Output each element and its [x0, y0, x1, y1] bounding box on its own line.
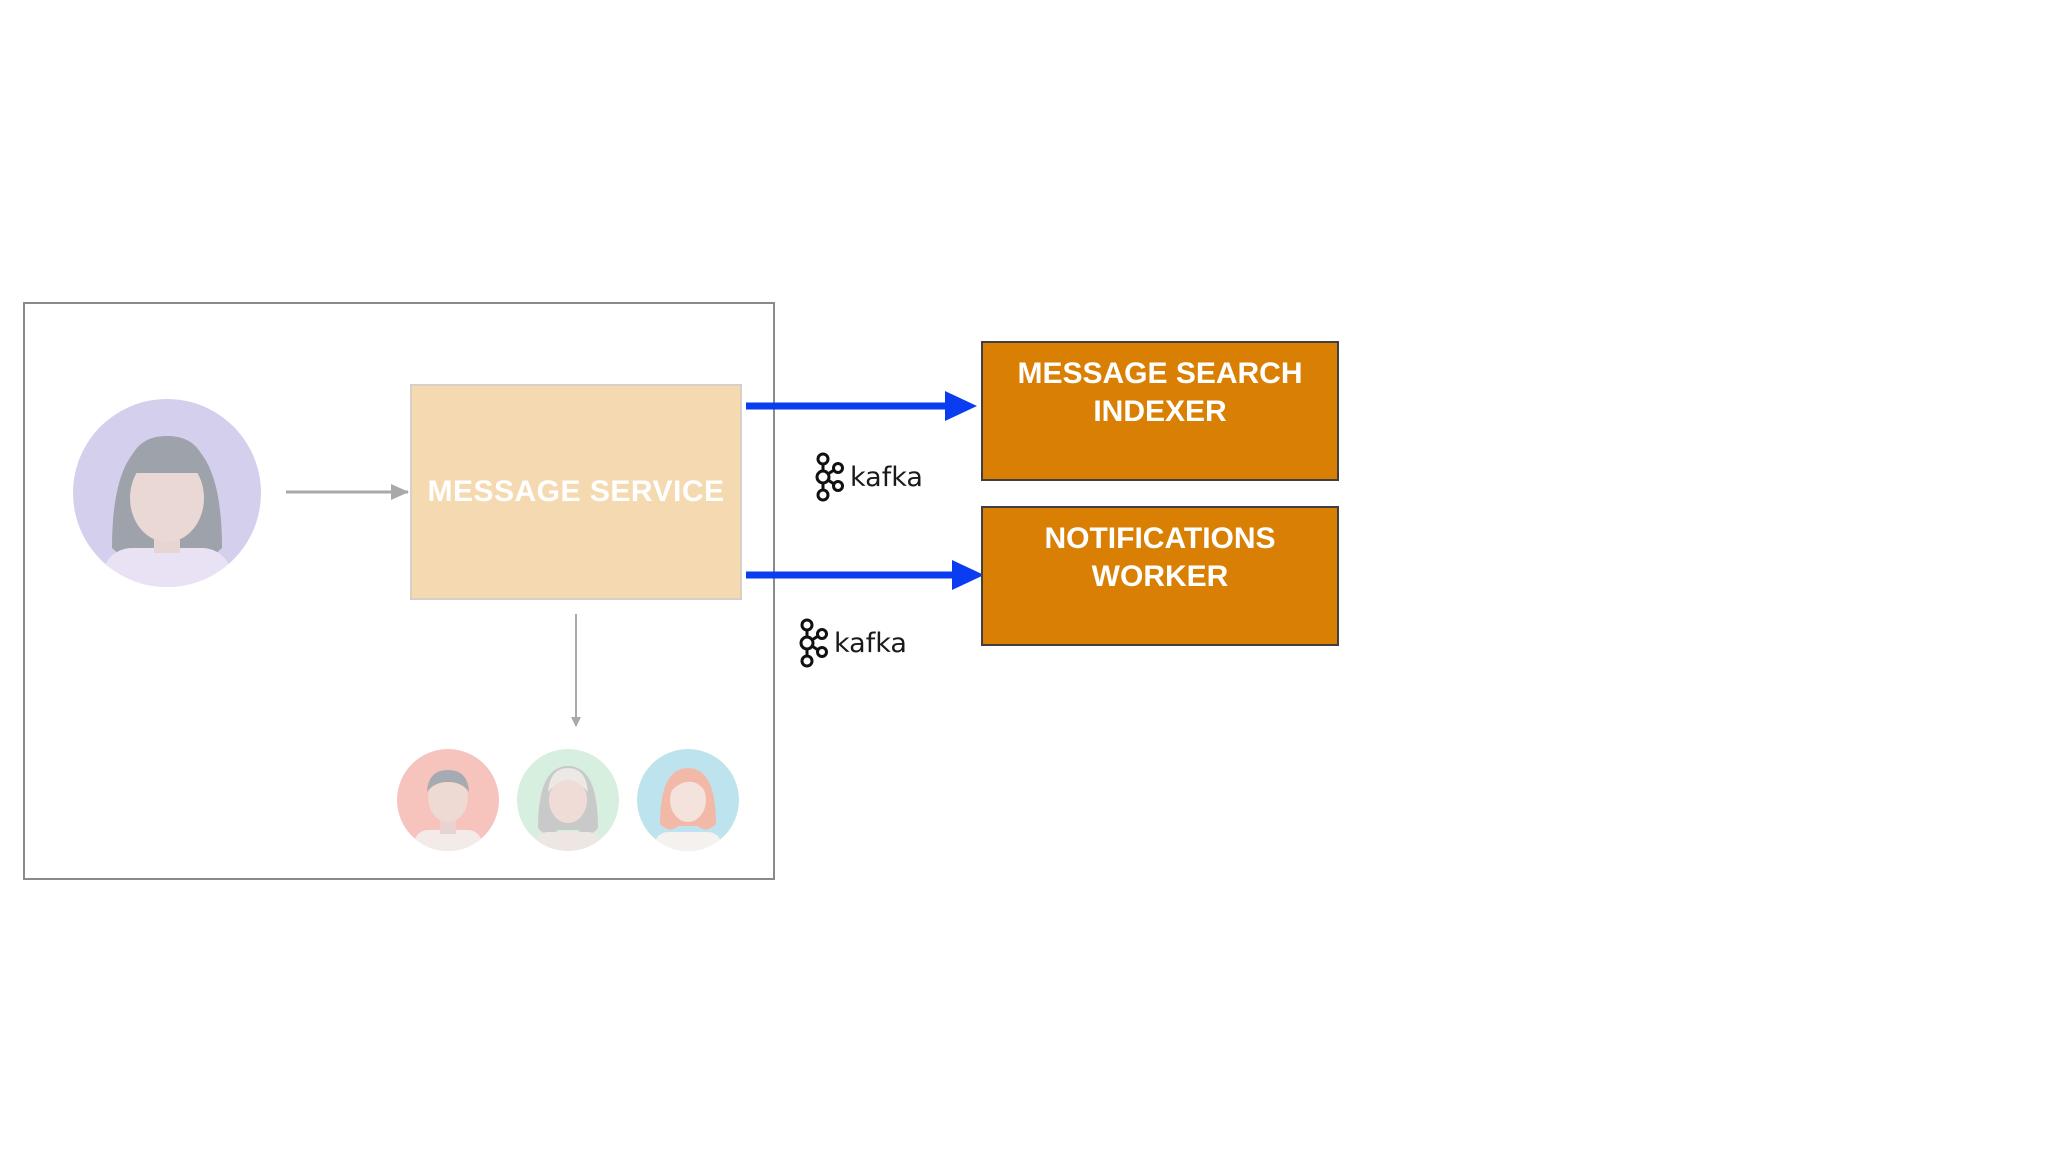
sender-avatar-icon [73, 399, 261, 587]
message-search-indexer-box: MESSAGE SEARCH INDEXER [981, 341, 1339, 481]
message-service-box: MESSAGE SERVICE [410, 384, 742, 600]
service-to-notifications-arrow [746, 560, 984, 590]
kafka-queue-label: kafka [812, 452, 923, 502]
kafka-logo-icon [799, 618, 828, 668]
notifications-worker-label: NOTIFICATIONS WORKER [1044, 522, 1276, 593]
message-search-indexer-label: MESSAGE SEARCH INDEXER [1017, 357, 1303, 428]
kafka-text: kafka [834, 627, 907, 659]
man-avatar-icon [397, 749, 499, 851]
woman-avatar-icon [637, 749, 739, 851]
message-service-label: MESSAGE SERVICE [427, 475, 725, 508]
notifications-worker-box: NOTIFICATIONS WORKER [981, 506, 1339, 646]
kafka-queue-label: kafka [796, 618, 907, 668]
woman-avatar-icon [517, 749, 619, 851]
kafka-logo-icon [815, 452, 844, 502]
service-to-indexer-arrow [746, 391, 977, 421]
kafka-text: kafka [850, 461, 923, 493]
